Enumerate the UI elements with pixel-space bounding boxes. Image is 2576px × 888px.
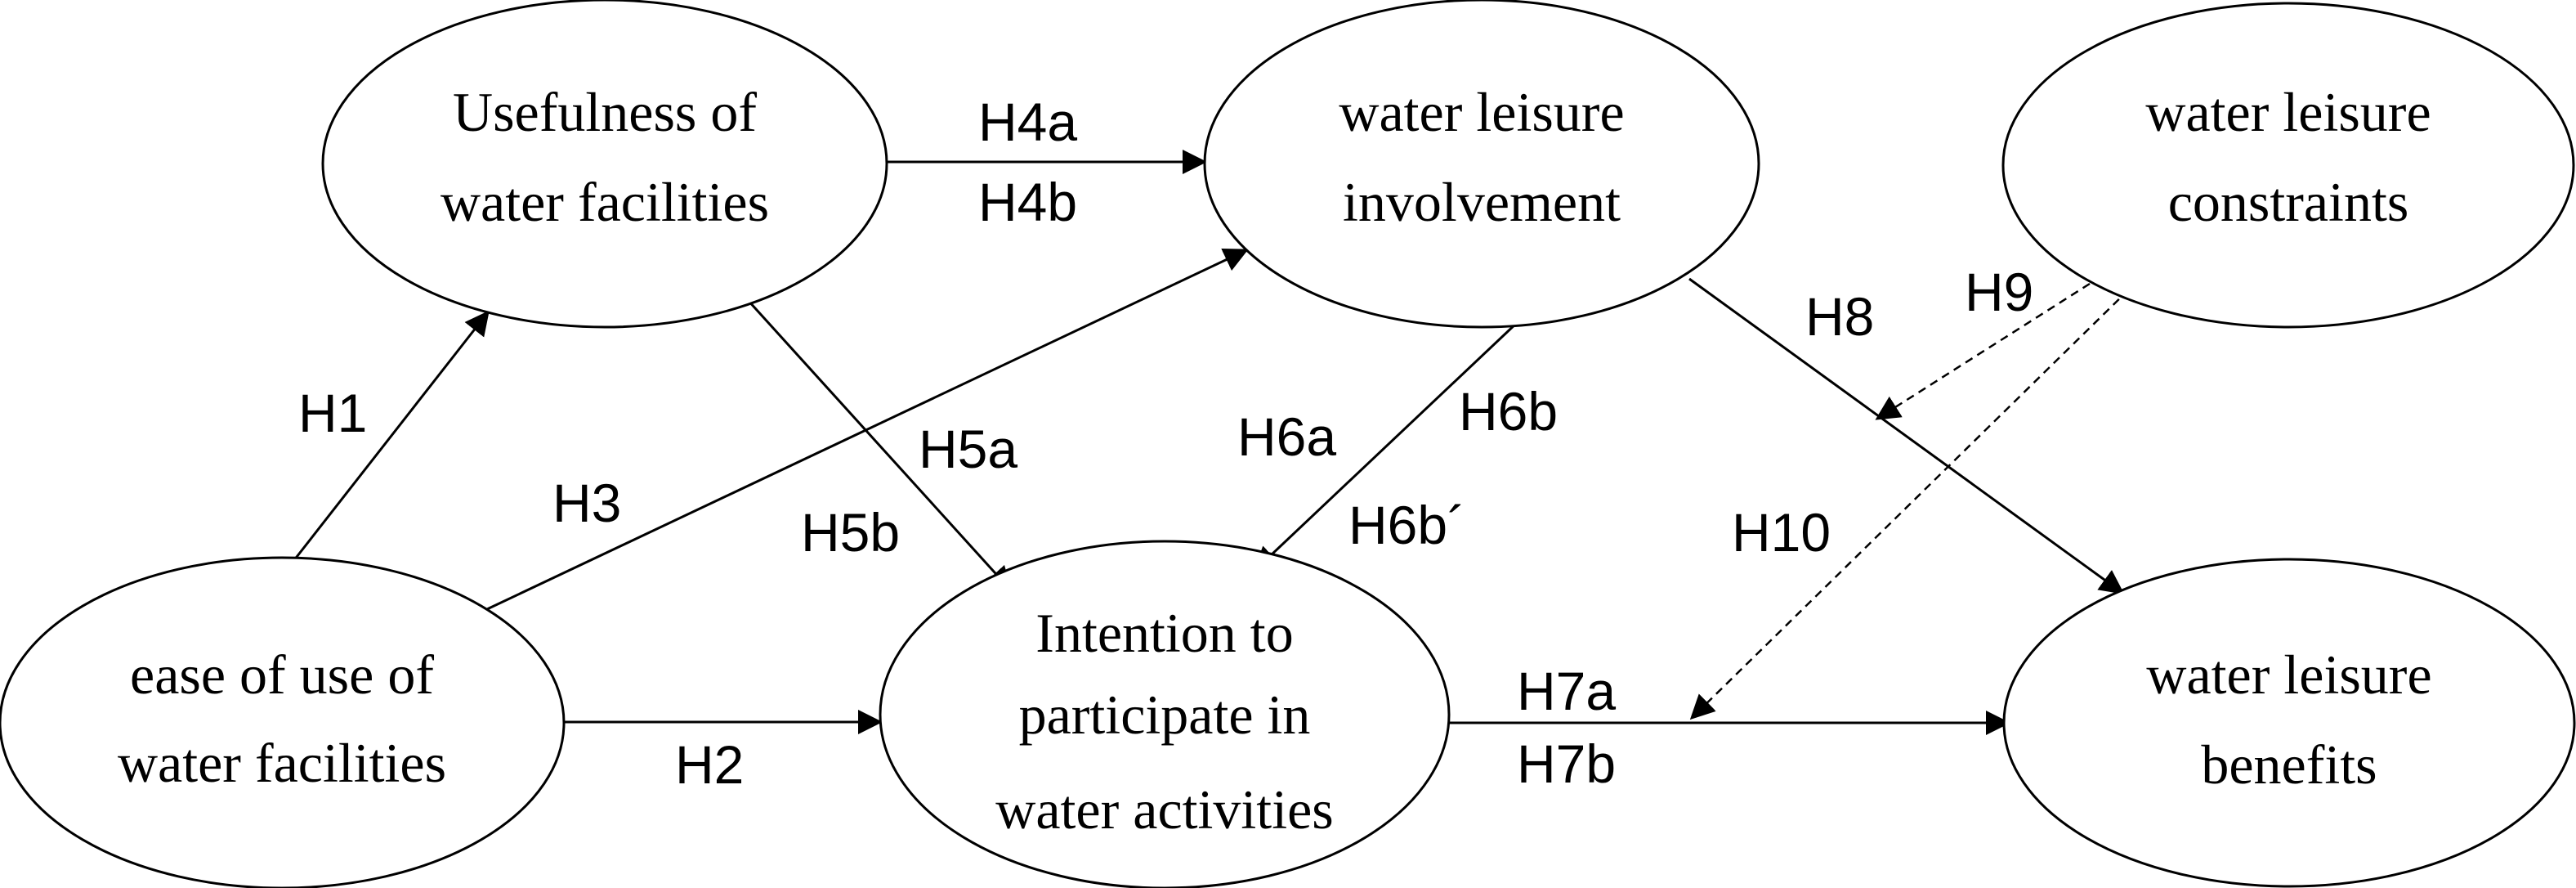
node-involvement: water leisure involvement (1203, 0, 1760, 329)
node-usefulness-line-1: Usefulness of (453, 81, 757, 143)
label-h5a: H5a (919, 419, 1017, 479)
edge-h1 (289, 310, 490, 565)
node-usefulness: Usefulness of water facilities (321, 0, 888, 329)
edge-h5 (746, 298, 1013, 592)
node-constraints: water leisure constraints (2001, 2, 2575, 329)
label-h3: H3 (552, 473, 621, 533)
label-h6b: H6b (1459, 381, 1558, 442)
node-intention-line-3: water activities (995, 778, 1333, 841)
label-h1: H1 (298, 383, 367, 443)
label-h2: H2 (675, 734, 744, 795)
label-h6b-prime: H6b´ (1348, 495, 1465, 555)
node-ease: ease of use of water facilities (0, 556, 566, 888)
node-usefulness-line-2: water facilities (441, 171, 769, 233)
node-involvement-line-1: water leisure (1339, 81, 1624, 143)
edge-h9 (1875, 282, 2091, 420)
label-h7a: H7a (1517, 661, 1616, 721)
label-h7b: H7b (1517, 733, 1616, 794)
edge-h10 (1689, 289, 2130, 720)
node-intention-line-2: participate in (1019, 684, 1311, 746)
label-h10: H10 (1732, 502, 1831, 563)
node-benefits-line-2: benefits (2201, 733, 2377, 796)
node-ease-line-2: water facilities (118, 732, 446, 794)
node-intention-line-1: Intention to (1035, 602, 1293, 664)
label-h9: H9 (1965, 262, 2033, 322)
node-constraints-line-2: constraints (2168, 171, 2409, 233)
node-involvement-line-2: involvement (1343, 171, 1621, 233)
edge-h6 (1253, 320, 1520, 572)
node-benefits: water leisure benefits (2002, 558, 2576, 888)
node-intention: Intention to participate in water activi… (879, 540, 1451, 888)
node-constraints-line-1: water leisure (2145, 81, 2431, 143)
label-h5b: H5b (801, 502, 900, 563)
edge-h8 (1688, 277, 2125, 594)
label-h8: H8 (1805, 286, 1874, 347)
label-h4b: H4b (978, 172, 1077, 232)
label-h4a: H4a (978, 92, 1077, 152)
node-benefits-line-1: water leisure (2146, 644, 2431, 706)
node-ease-line-1: ease of use of (130, 644, 434, 706)
label-h6a: H6a (1237, 406, 1336, 467)
